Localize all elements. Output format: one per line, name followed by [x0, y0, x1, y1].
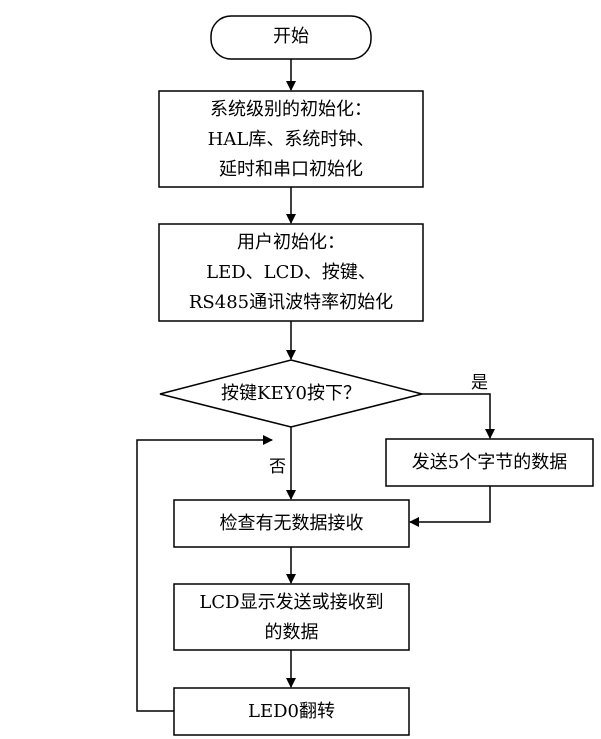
system-init-line-3: 延时和串口初始化 — [219, 159, 363, 180]
yes-label: 是 — [471, 373, 488, 393]
send-data-label: 发送5个字节的数据 — [411, 452, 568, 473]
send-data-box — [385, 438, 594, 487]
system-init-text: 系统级别的初始化： HAL库、系统时钟、 延时和串口初始化 — [159, 95, 423, 185]
lcd-display-line-2: 的数据 — [264, 622, 319, 643]
arrow-loop-back — [136, 435, 273, 712]
arrow-decision-yes — [422, 393, 495, 439]
lcd-display-line-1: LCD显示发送或接收到 — [199, 592, 384, 613]
system-init-line-2: HAL库、系统时钟、 — [207, 129, 375, 150]
led-toggle-label: LED0翻转 — [248, 701, 335, 722]
system-init-box — [158, 90, 424, 188]
system-init-line-1: 系统级别的初始化： — [210, 99, 372, 120]
check-receive-label: 检查有无数据接收 — [219, 513, 364, 534]
start-label: 开始 — [273, 26, 309, 47]
user-init-line-3: RS485通讯波特率初始化 — [188, 292, 394, 313]
decision-label: 按键KEY0按下？ — [221, 383, 361, 404]
user-init-line-1: 用户初始化： — [237, 232, 345, 253]
lcd-display-box — [173, 583, 410, 651]
no-label: 否 — [269, 457, 286, 477]
user-init-box — [158, 223, 424, 322]
user-init-line-2: LED、LCD、按键、 — [206, 262, 376, 283]
user-init-text: 用户初始化： LED、LCD、按键、 RS485通讯波特率初始化 — [159, 228, 423, 318]
led-toggle-box — [173, 687, 410, 736]
lcd-display-text: LCD显示发送或接收到 的数据 — [174, 588, 409, 648]
arrow-send-to-check — [409, 486, 491, 527]
